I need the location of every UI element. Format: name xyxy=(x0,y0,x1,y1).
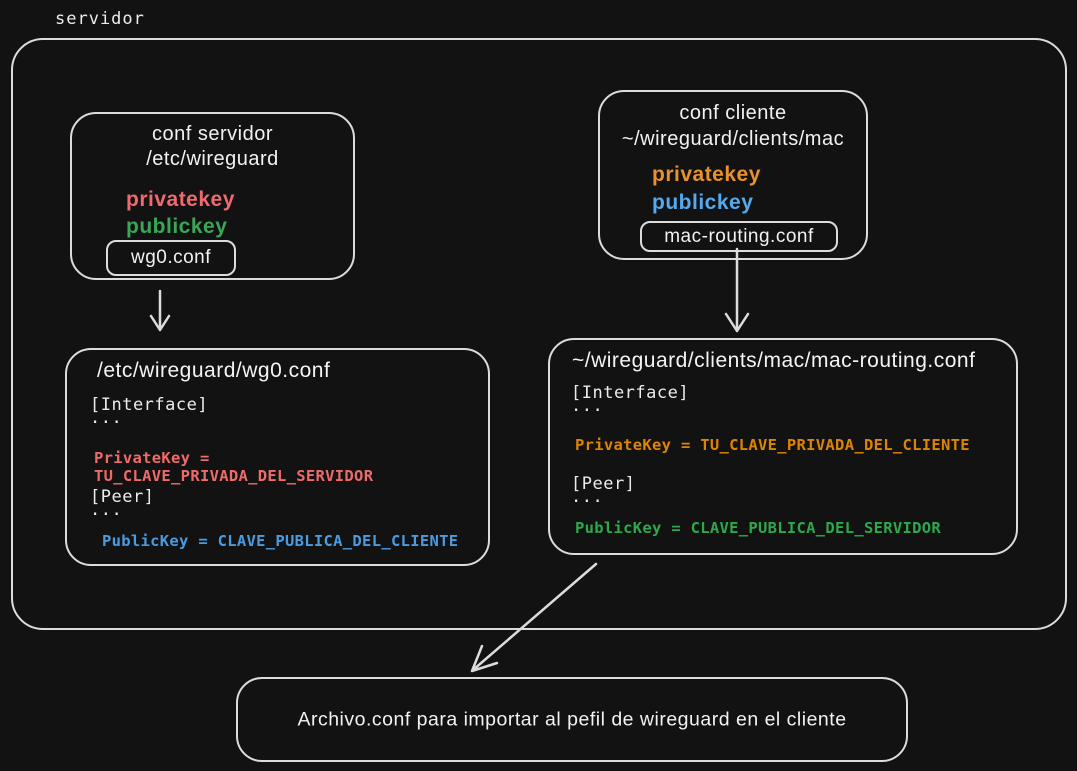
client-publickey-label: publickey xyxy=(652,191,754,214)
server-conf-title: conf servidor xyxy=(152,123,273,145)
client-ellipsis-2: ... xyxy=(571,487,604,507)
mac-routing-conf-chip: mac-routing.conf xyxy=(640,221,838,252)
server-file-box: /etc/wireguard/wg0.conf [Interface] ... … xyxy=(65,348,490,566)
client-conf-path: ~/wireguard/clients/mac xyxy=(621,128,845,150)
client-conf-title: conf cliente xyxy=(679,102,787,124)
server-ellipsis-1: ... xyxy=(90,408,123,428)
server-publickey-line: PublicKey = CLAVE_PUBLICA_DEL_CLIENTE xyxy=(102,532,459,550)
client-publickey-line: PublicKey = CLAVE_PUBLICA_DEL_SERVIDOR xyxy=(575,519,942,537)
server-group-label: servidor xyxy=(55,9,145,29)
import-note-box: Archivo.conf para importar al pefil de w… xyxy=(236,677,908,762)
client-file-box: ~/wireguard/clients/mac/mac-routing.conf… xyxy=(548,338,1018,555)
server-privatekey-line: PrivateKey = TU_CLAVE_PRIVADA_DEL_SERVID… xyxy=(94,449,374,485)
client-file-title: ~/wireguard/clients/mac/mac-routing.conf xyxy=(572,349,976,372)
server-ellipsis-2: ... xyxy=(90,500,123,520)
server-file-title: /etc/wireguard/wg0.conf xyxy=(97,359,331,382)
server-conf-box: conf servidor /etc/wireguard privatekey … xyxy=(70,112,355,280)
server-peer-header: [Peer] xyxy=(90,487,155,507)
client-privatekey-label: privatekey xyxy=(652,163,761,186)
import-note-text: Archivo.conf para importar al pefil de w… xyxy=(297,708,847,730)
client-interface-header: [Interface] xyxy=(571,383,690,403)
client-ellipsis-1: ... xyxy=(571,396,604,416)
wg0-conf-chip: wg0.conf xyxy=(106,240,236,276)
client-peer-header: [Peer] xyxy=(571,474,636,494)
client-conf-box: conf cliente ~/wireguard/clients/mac pri… xyxy=(598,90,868,260)
client-privatekey-line: PrivateKey = TU_CLAVE_PRIVADA_DEL_CLIENT… xyxy=(575,436,970,454)
server-interface-header: [Interface] xyxy=(90,395,209,415)
server-conf-path: /etc/wireguard xyxy=(146,148,279,170)
server-publickey-label: publickey xyxy=(126,215,228,238)
server-privatekey-label: privatekey xyxy=(126,188,235,211)
